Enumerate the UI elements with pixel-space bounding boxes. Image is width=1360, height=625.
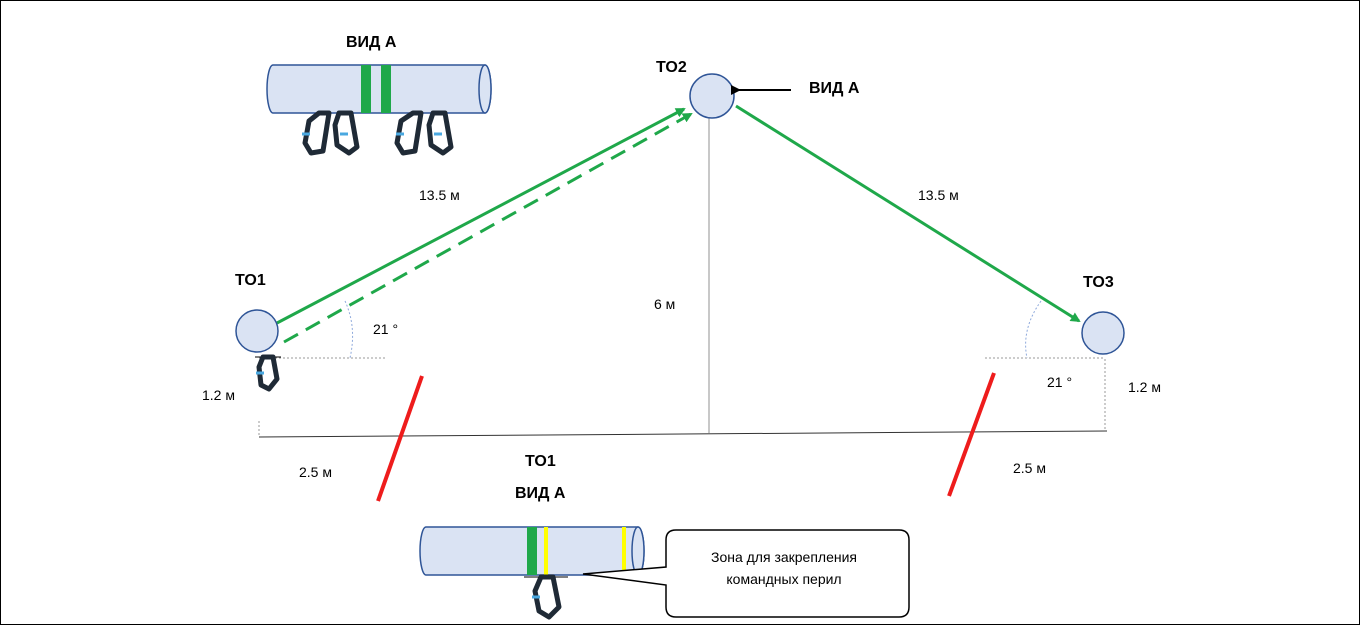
bottom-view-anchor-label: ТО1: [525, 453, 556, 470]
bottom-view-pipe: [419, 526, 645, 576]
distance-label-left: 2.5 м: [299, 464, 332, 480]
height-label-center: 6 м: [654, 296, 676, 312]
angle-label-left: 21 °: [373, 321, 399, 337]
callout-text: Зона для закрепления командных перил: [664, 546, 904, 590]
top-view-title: ВИД А: [346, 34, 397, 51]
rope-to1-to2: [276, 107, 686, 325]
anchor-label-to2: ТО2: [656, 59, 687, 76]
bottom-view-title: ВИД А: [515, 485, 566, 502]
carabiner-icon: [394, 110, 424, 156]
carabiner-icon: [332, 110, 360, 156]
anchor-label-to3: ТО3: [1083, 274, 1114, 291]
length-label-left: 13.5 м: [419, 187, 460, 203]
height-label-left: 1.2 м: [202, 387, 235, 403]
callout-bubble: [582, 529, 910, 618]
red-boundary-left: [376, 375, 424, 502]
rope-to1-to2-dashed: [283, 112, 693, 344]
rope-to2-to3: [735, 104, 1081, 323]
length-label-right: 13.5 м: [918, 187, 959, 203]
callout-line-1: Зона для закрепления: [710, 549, 858, 565]
anchor-to3: [1081, 311, 1125, 355]
view-a-arrow-label: ВИД А: [809, 80, 860, 97]
yellow-marker: [544, 527, 548, 575]
carabiner-icon: [426, 110, 454, 156]
ground-line: [258, 430, 1108, 438]
carabiner-icon: [302, 110, 332, 156]
angle-label-right: 21 °: [1047, 374, 1073, 390]
green-sling-band: [527, 527, 537, 575]
carabiner-icon: [256, 354, 280, 392]
carabiner-icon: [532, 574, 562, 620]
anchor-to2: [689, 73, 735, 119]
green-sling-band: [381, 65, 391, 113]
distance-label-right: 2.5 м: [1013, 460, 1046, 476]
red-boundary-right: [947, 372, 996, 497]
angle-arc-left: [344, 300, 354, 359]
top-view-pipe: [266, 64, 492, 114]
yellow-marker: [622, 527, 626, 575]
top-view-carabiners: [302, 110, 454, 156]
height-label-right: 1.2 м: [1128, 379, 1161, 395]
anchor-to1: [235, 309, 279, 353]
green-sling-band: [361, 65, 371, 113]
callout-line-2: командных перил: [726, 571, 842, 587]
angle-arc-right: [1025, 300, 1042, 359]
anchor-label-to1: ТО1: [235, 272, 266, 289]
